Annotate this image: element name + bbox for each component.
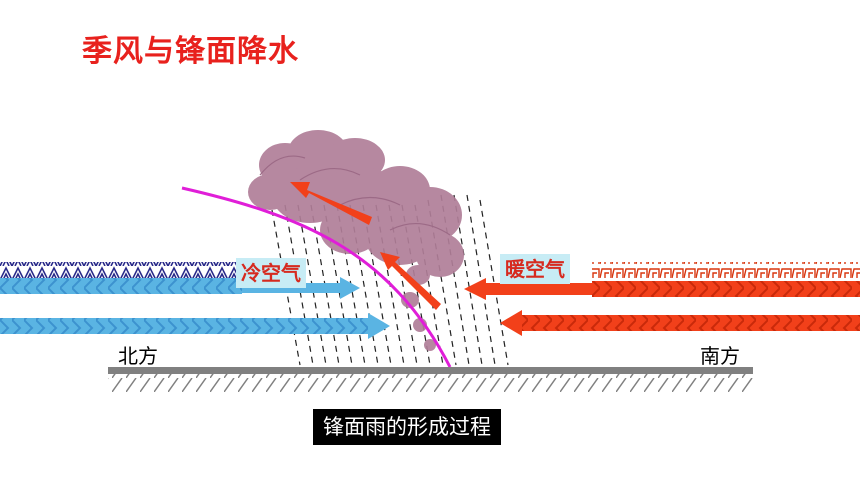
warm-air-mass: [464, 262, 860, 336]
ground: [108, 367, 753, 392]
north-label: 北方: [118, 344, 158, 368]
warm-air-label: 暖空气: [500, 254, 570, 284]
page-title: 季风与锋面降水: [82, 34, 299, 69]
rising-air-arrows: [290, 182, 441, 310]
south-label: 南方: [700, 344, 740, 368]
cold-air-label: 冷空气: [236, 258, 306, 288]
cloud-shading: [259, 155, 451, 236]
front-surface-line: [181, 186, 452, 368]
diagram-caption: 锋面雨的形成过程: [313, 409, 501, 445]
cold-air-mass: [0, 262, 390, 339]
rain-cloud: [248, 130, 464, 351]
